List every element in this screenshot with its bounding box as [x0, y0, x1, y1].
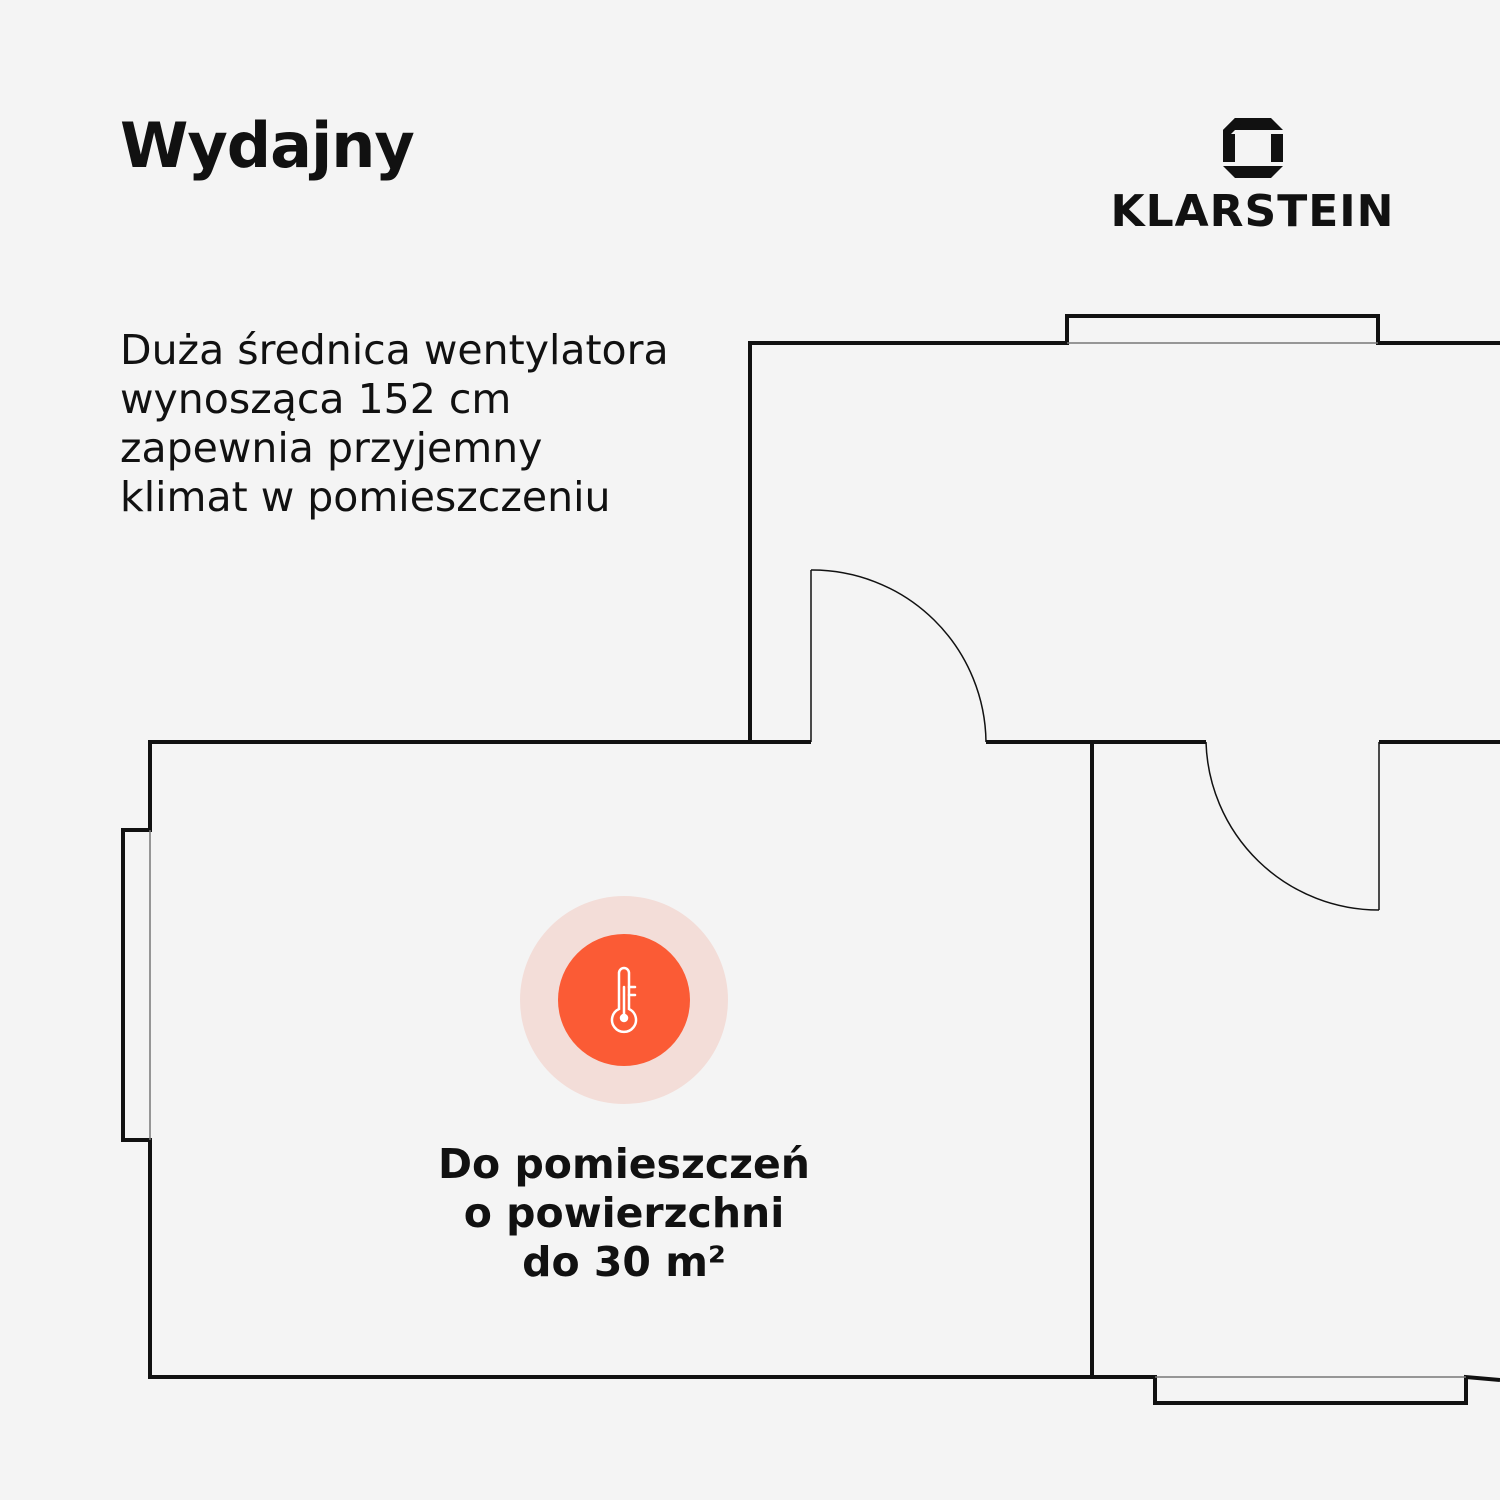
description-line: Duża średnica wentylatora: [120, 326, 669, 374]
bottom-right-wall: [1092, 1374, 1500, 1405]
thermometer-badge-core: [558, 934, 690, 1066]
coverage-line: Do pomieszczeń: [437, 1140, 810, 1188]
upper-room-wall: [748, 314, 1500, 742]
main-room-wall: [121, 740, 1094, 1379]
brand-name: KLARSTEIN: [1110, 186, 1395, 237]
description: Duża średnica wentylatora wynosząca 152 …: [120, 326, 760, 522]
description-line: wynosząca 152 cm: [120, 375, 512, 423]
klarstein-logo-icon: [1222, 118, 1283, 178]
door-swing-arc: [1205, 741, 1380, 911]
coverage-label: Do pomieszczeń o powierzchni do 30 m²: [400, 1140, 848, 1287]
description-line: klimat w pomieszczeniu: [120, 473, 611, 521]
coverage-line: o powierzchni: [463, 1189, 785, 1237]
thermometer-icon: [610, 966, 638, 1034]
brand-logo: KLARSTEIN: [1110, 118, 1395, 234]
door-swing-arc: [810, 569, 987, 743]
thermometer-badge: [520, 896, 728, 1104]
description-line: zapewnia przyjemny: [120, 424, 543, 472]
page-title: Wydajny: [120, 109, 415, 182]
coverage-line: do 30 m²: [522, 1238, 726, 1286]
